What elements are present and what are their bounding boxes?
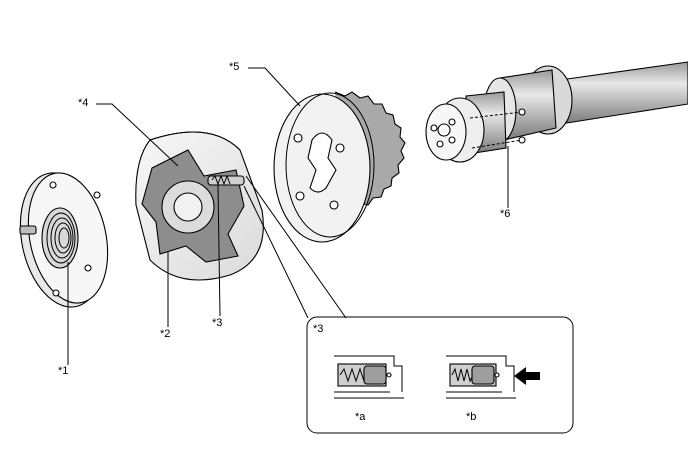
- svg-text:*1: *1: [58, 365, 68, 377]
- left-arrow-icon: [514, 367, 540, 385]
- svg-text:*5: *5: [229, 61, 239, 73]
- svg-text:*a: *a: [355, 411, 366, 423]
- svg-text:*3: *3: [313, 323, 323, 335]
- label-p3: *3: [212, 183, 222, 329]
- label-p5: *5: [229, 61, 301, 107]
- lock-pin-state-b: *b: [446, 355, 540, 423]
- lock-pin-detail-box: *3 *a *b: [306, 316, 574, 434]
- label-p1: *1: [58, 262, 69, 377]
- label-p4: *4: [78, 97, 179, 167]
- label-p6: *6: [500, 146, 510, 220]
- svg-text:*2: *2: [160, 328, 170, 340]
- camshaft: [425, 61, 688, 163]
- lock-pin-state-a: *a: [334, 355, 404, 423]
- spring-cover-plate: [19, 172, 109, 308]
- label-p2: *2: [160, 252, 170, 340]
- timing-sprocket: [273, 91, 406, 243]
- svg-text:*3: *3: [212, 317, 222, 329]
- detail-callout-lines: [243, 175, 347, 319]
- vvt-housing: [135, 131, 264, 281]
- svg-text:*6: *6: [500, 208, 510, 220]
- lock-pin: [207, 174, 245, 186]
- spiral-spring: [19, 207, 79, 269]
- svg-text:*4: *4: [78, 97, 88, 109]
- svg-text:*b: *b: [466, 411, 476, 423]
